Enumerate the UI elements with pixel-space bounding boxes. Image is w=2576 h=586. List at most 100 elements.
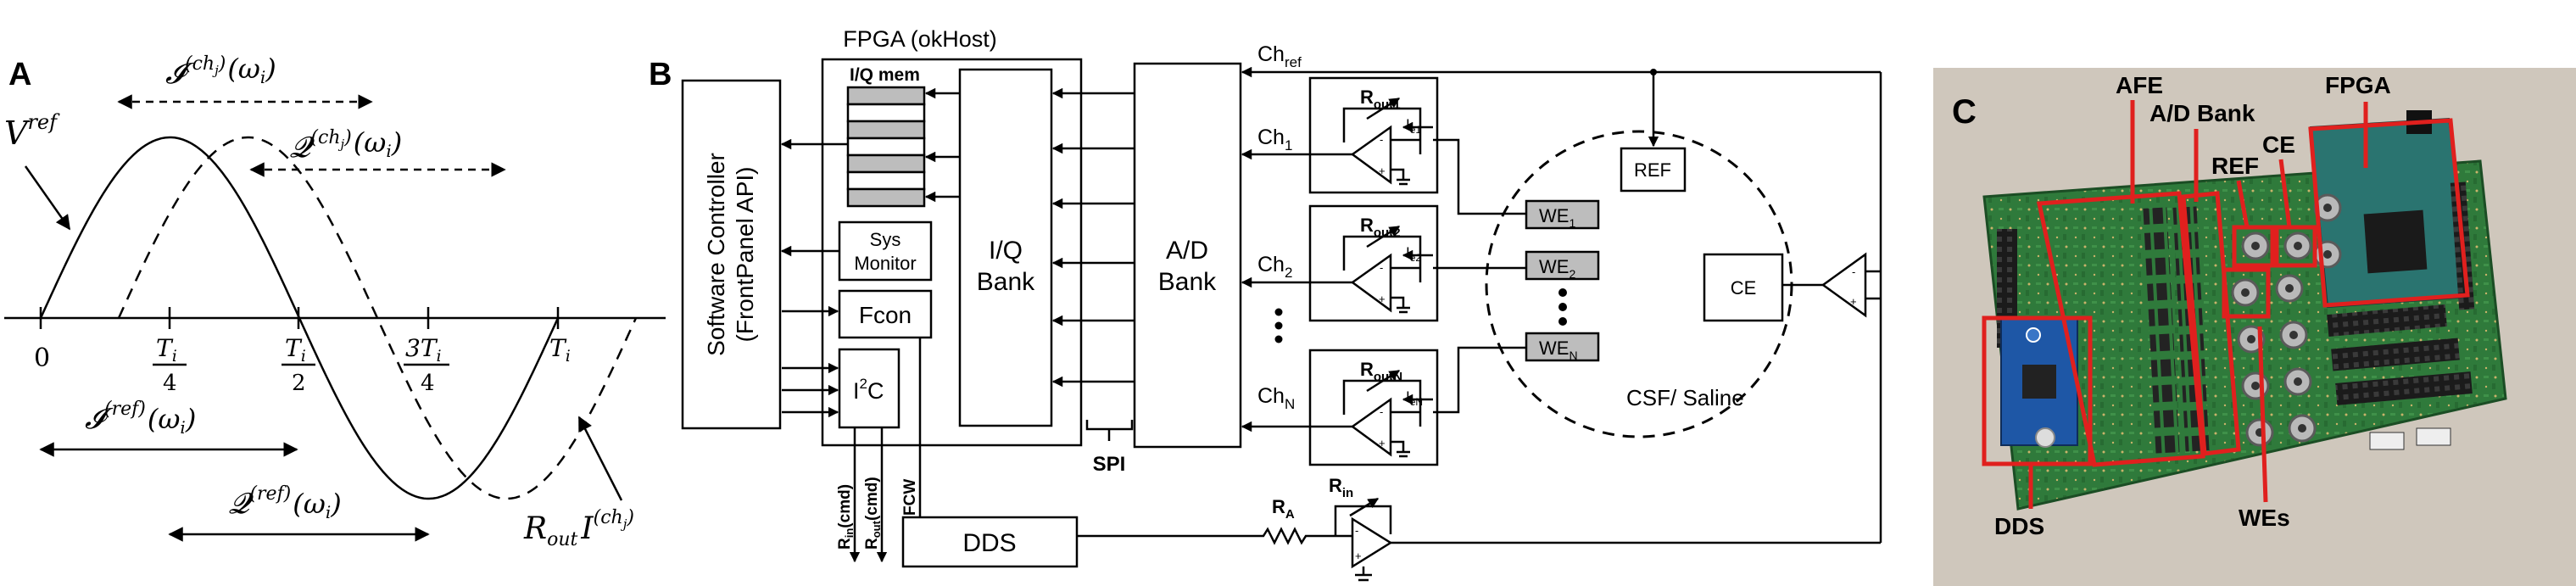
ad-ic-column-1	[2143, 207, 2180, 455]
tia-channel-2: Rout2 - + Ie2	[1308, 204, 1526, 322]
tick-ti-label: Ti	[549, 334, 571, 366]
i2c-box	[838, 348, 900, 429]
ce-amp-minus: -	[1852, 265, 1855, 278]
tia-channels: Rout1 - + Ie1 Rout2 - +	[1274, 76, 1526, 466]
iq-bank-label-2: Bank	[977, 268, 1035, 296]
software-controller-label-1: Software Controller	[703, 153, 729, 356]
ce-pointer	[2278, 159, 2292, 228]
svg-text:+: +	[1379, 293, 1386, 305]
header-strip-2	[2331, 338, 2460, 371]
input-amplifier	[1351, 516, 1393, 569]
wes-pointer	[2257, 326, 2268, 503]
chn-label: ChN	[1257, 384, 1295, 412]
fcon-label: Fcon	[859, 302, 912, 328]
bnc-pin	[2251, 382, 2260, 390]
bnc-pin	[2294, 377, 2302, 386]
panel-a-label: A	[8, 57, 31, 92]
iq-mem-stack	[846, 86, 926, 208]
ce-driver-amplifier	[1820, 252, 1867, 318]
tick-3t4-label: 3Ti 4	[404, 334, 449, 396]
bnc-pin	[2323, 204, 2332, 212]
dds-outline	[1982, 315, 2093, 466]
vref-pointer-arrow	[24, 165, 71, 231]
wen-label: WEN	[1539, 338, 1578, 362]
sys-monitor-label-1: Sys	[870, 229, 901, 250]
fpga-outline	[2308, 118, 2470, 308]
tick-t4-label: Ti 4	[153, 334, 187, 396]
iq-mem-title: I/Q mem	[850, 65, 920, 85]
ch-ref-label: Chref	[1257, 42, 1302, 70]
ref-pointer	[2236, 180, 2250, 228]
ad-to-iq-arrows	[1051, 87, 1135, 388]
rin-feedback-wire	[1334, 505, 1392, 536]
ad-bank-box	[1133, 62, 1242, 449]
vref-sine-curve	[39, 136, 560, 500]
rout-current-curve	[117, 136, 638, 500]
dds-box	[901, 516, 1079, 568]
tick-t2-label: Ti 2	[282, 334, 315, 396]
wes-photo-label: WEs	[2239, 505, 2290, 531]
panel-b: B Software Controller (FrontPanel API) F…	[649, 26, 1882, 582]
in-amp-minus: -	[1355, 524, 1358, 537]
svg-text:+: +	[1379, 437, 1386, 449]
bnc-pin	[2298, 424, 2306, 433]
ch2-label: Ch2	[1257, 253, 1292, 281]
bnc-pin	[2241, 288, 2250, 297]
iq-bank-label-1: I/Q	[989, 237, 1023, 265]
svg-text:2: 2	[292, 371, 306, 396]
ra-label: RA	[1272, 496, 1295, 522]
fcon-box	[838, 289, 933, 339]
iq-bank-box	[958, 68, 1053, 427]
bnc-pin	[2323, 250, 2332, 259]
vref-label: Vref	[4, 110, 60, 152]
bnc-pin	[2251, 242, 2260, 250]
svg-text:+: +	[1379, 165, 1386, 177]
we2-box	[1525, 250, 1600, 281]
switch-2	[2416, 427, 2451, 446]
ce-electrode-box	[1703, 253, 1784, 322]
panel-c: C AFE A/	[1933, 68, 2576, 586]
rin-label: Rin	[1329, 475, 1353, 500]
bnc-pin	[2285, 284, 2294, 293]
svg-text:-: -	[1380, 405, 1383, 418]
sys-monitor-box	[838, 220, 933, 282]
ad-bank-photo-label: A/D Bank	[2149, 100, 2255, 126]
ref-outline	[2232, 225, 2275, 268]
ch1-label: Ch1	[1257, 126, 1292, 153]
ref2-outline	[2222, 267, 2271, 319]
ce-outline	[2274, 225, 2317, 268]
switch-1	[2369, 432, 2405, 450]
svg-text:Ti: Ti	[285, 334, 306, 366]
we1-label: WE1	[1539, 205, 1575, 230]
rout-pointer-arrow	[577, 416, 623, 501]
panel-b-label: B	[649, 57, 672, 92]
rout-cmd-label: Rout(cmd)	[863, 477, 883, 550]
header-strip-3	[2335, 371, 2473, 405]
afe-photo-label: AFE	[2116, 72, 2163, 98]
ref-photo-label: REF	[2211, 153, 2259, 179]
q-ref-label: 𝓠(ref)(ωi)	[229, 483, 342, 522]
q-chj-label: 𝓠(chj)(ωi)	[290, 126, 402, 165]
i2c-label: I2C	[853, 376, 884, 404]
tick-0-label: 0	[34, 343, 50, 373]
rin-variable-arrow	[1349, 497, 1380, 517]
software-controller-box	[681, 79, 782, 430]
csf-label: CSF/ Saline	[1626, 385, 1744, 410]
ref-junction-dot	[1650, 69, 1657, 75]
ad-bank-outline	[2181, 191, 2241, 456]
svg-text:4: 4	[163, 371, 177, 396]
we-ellipsis-dots	[1558, 288, 1567, 326]
svg-text:4: 4	[421, 371, 435, 396]
software-controller-label-2: (FrontPanel API)	[732, 167, 758, 343]
ref-electrode-label: REF	[1634, 159, 1671, 181]
channel-ellipsis-dots	[1274, 308, 1283, 343]
ad-bank-label-1: A/D	[1166, 237, 1208, 265]
fpga-title: FPGA (okHost)	[843, 26, 997, 52]
dds-knob	[2026, 327, 2041, 343]
ad-bank-label-2: Bank	[1158, 268, 1217, 296]
sys-monitor-label-2: Monitor	[854, 253, 916, 274]
spi-label: SPI	[1093, 453, 1126, 476]
bnc-pin	[2247, 335, 2255, 343]
